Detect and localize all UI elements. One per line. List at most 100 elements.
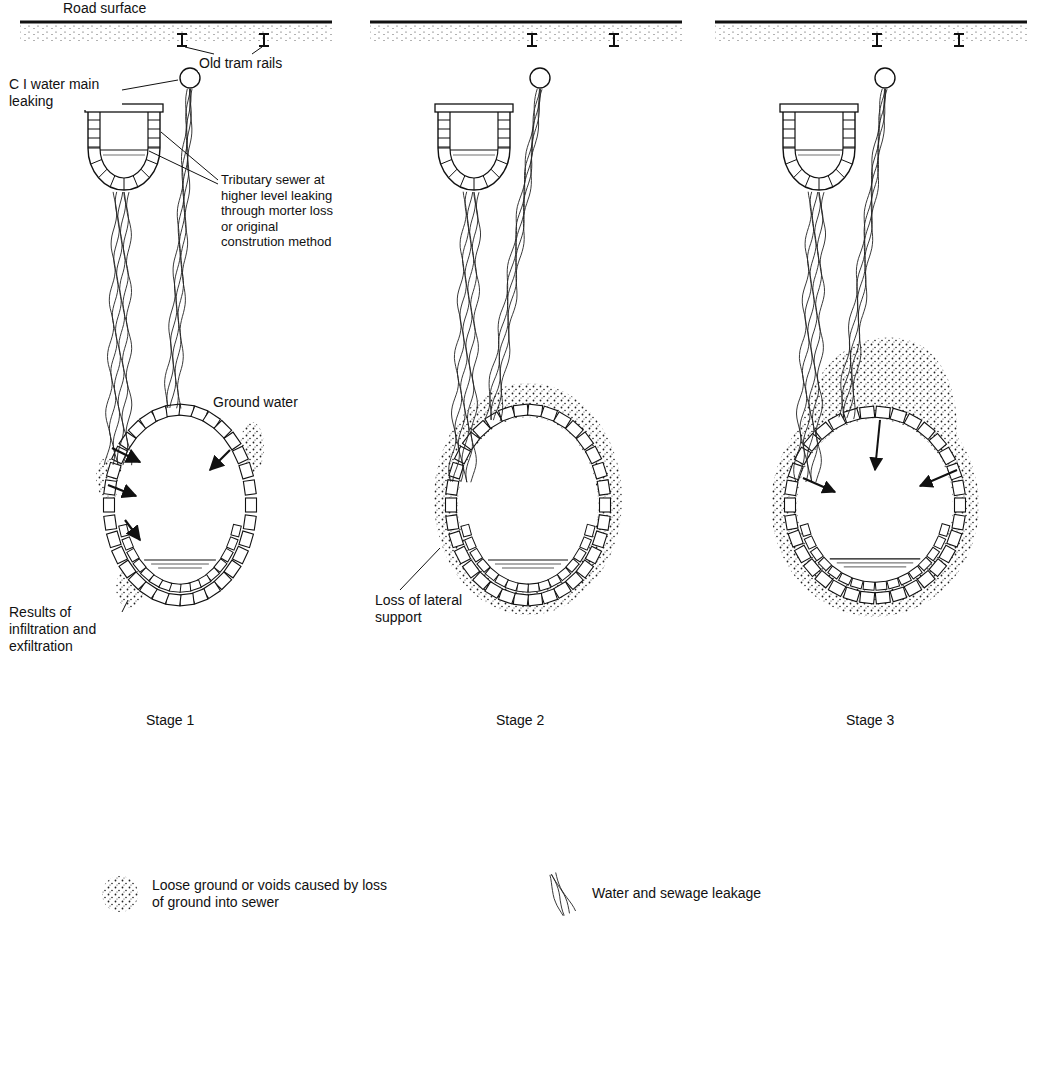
- drawing-part: [449, 169, 457, 177]
- swatch-stipple: [102, 876, 138, 912]
- brick: [465, 537, 477, 550]
- sewage-level: [837, 562, 913, 563]
- brick: [528, 583, 540, 592]
- leader-line: [161, 132, 218, 180]
- leak-stream: [104, 192, 116, 465]
- sewage-level: [830, 558, 920, 559]
- drawing-part: [450, 149, 498, 150]
- leak-stream: [853, 89, 887, 419]
- flow-arrow: [803, 478, 835, 492]
- brick: [929, 433, 946, 451]
- legend-swatch: [100, 872, 140, 916]
- sewage-level: [151, 564, 209, 565]
- tram-rail: [954, 34, 964, 46]
- brick: [517, 583, 529, 592]
- brick: [477, 559, 490, 573]
- flow-arrow: [125, 520, 140, 540]
- drawing-part: [843, 147, 855, 148]
- brick: [839, 573, 852, 585]
- flow-arrow: [875, 420, 880, 470]
- drawing-part: [843, 129, 855, 130]
- drawing-part: [795, 149, 843, 150]
- road-surface: [20, 21, 332, 24]
- leak-stream: [449, 192, 467, 482]
- brick: [528, 404, 543, 416]
- brick: [243, 515, 256, 530]
- leader-line: [400, 548, 440, 590]
- callout-label: Loss of lateral support: [374, 592, 472, 626]
- tributary-sewer: [783, 112, 855, 190]
- brick: [850, 578, 863, 589]
- drawing-part: [498, 147, 510, 148]
- brick: [803, 433, 820, 451]
- brick: [541, 589, 558, 604]
- drawing-part: [99, 169, 107, 177]
- sewage-level: [495, 564, 561, 565]
- drawing-part: [146, 159, 157, 164]
- brick: [785, 480, 798, 496]
- tram-rail: [177, 34, 187, 46]
- tributary-sewer: [100, 112, 148, 178]
- brick: [828, 566, 842, 579]
- cover-slab: [435, 104, 513, 112]
- brick: [463, 560, 480, 578]
- drawing-part: [91, 159, 102, 164]
- cover-slab: [780, 104, 858, 112]
- brick: [929, 559, 946, 577]
- drawing-part: [148, 129, 160, 130]
- brick: [909, 566, 923, 579]
- brick: [446, 515, 459, 531]
- brick: [788, 463, 803, 480]
- sewage-level: [144, 559, 216, 560]
- brick: [592, 462, 607, 479]
- brick: [875, 581, 887, 590]
- loose-ground: [434, 383, 622, 615]
- drawing-part: [438, 120, 450, 121]
- stage-drawing: [370, 22, 682, 615]
- legend-row: Water and sewage leakage: [540, 872, 790, 916]
- brick: [224, 432, 241, 450]
- brick: [231, 524, 241, 537]
- brick: [239, 462, 254, 479]
- drawing-part: [498, 148, 510, 149]
- brick: [446, 480, 459, 496]
- callout-label: Results of infiltration and exfiltration: [8, 604, 118, 654]
- brick: [939, 447, 955, 465]
- drawing-part: [148, 148, 160, 149]
- leak-stream: [798, 192, 814, 482]
- drawing-part: [441, 159, 452, 164]
- drawing-part: [783, 120, 795, 121]
- brick: [513, 593, 528, 605]
- brick: [860, 591, 875, 603]
- drawing-part: [828, 176, 833, 187]
- drawing-part: [100, 149, 148, 150]
- sewage-level: [158, 568, 202, 569]
- drawing-part: [783, 129, 795, 130]
- drawing-part: [841, 159, 852, 164]
- drawing-part: [438, 148, 450, 149]
- legend-text: Water and sewage leakage: [592, 885, 790, 903]
- brick: [947, 530, 962, 547]
- drawing-part: [474, 178, 475, 190]
- drawing-part: [805, 176, 810, 187]
- sewer-interior: [458, 417, 598, 593]
- brick: [592, 531, 607, 548]
- stage-title: Stage 2: [495, 712, 597, 729]
- brick: [127, 548, 139, 562]
- drawing-part: [496, 159, 507, 164]
- road-base: [715, 22, 1027, 42]
- flow-arrow: [108, 485, 136, 496]
- leader-line: [122, 600, 128, 612]
- drawing-part: [483, 176, 488, 187]
- brick: [863, 581, 875, 590]
- brick: [843, 587, 860, 602]
- brick: [573, 548, 586, 562]
- drawing-part: [141, 169, 149, 177]
- brick: [939, 524, 950, 537]
- brick: [243, 480, 256, 495]
- brick: [461, 524, 472, 537]
- drawing-part: [843, 148, 855, 149]
- drawing-part: [783, 138, 795, 139]
- brick: [227, 537, 239, 550]
- brick: [843, 408, 860, 423]
